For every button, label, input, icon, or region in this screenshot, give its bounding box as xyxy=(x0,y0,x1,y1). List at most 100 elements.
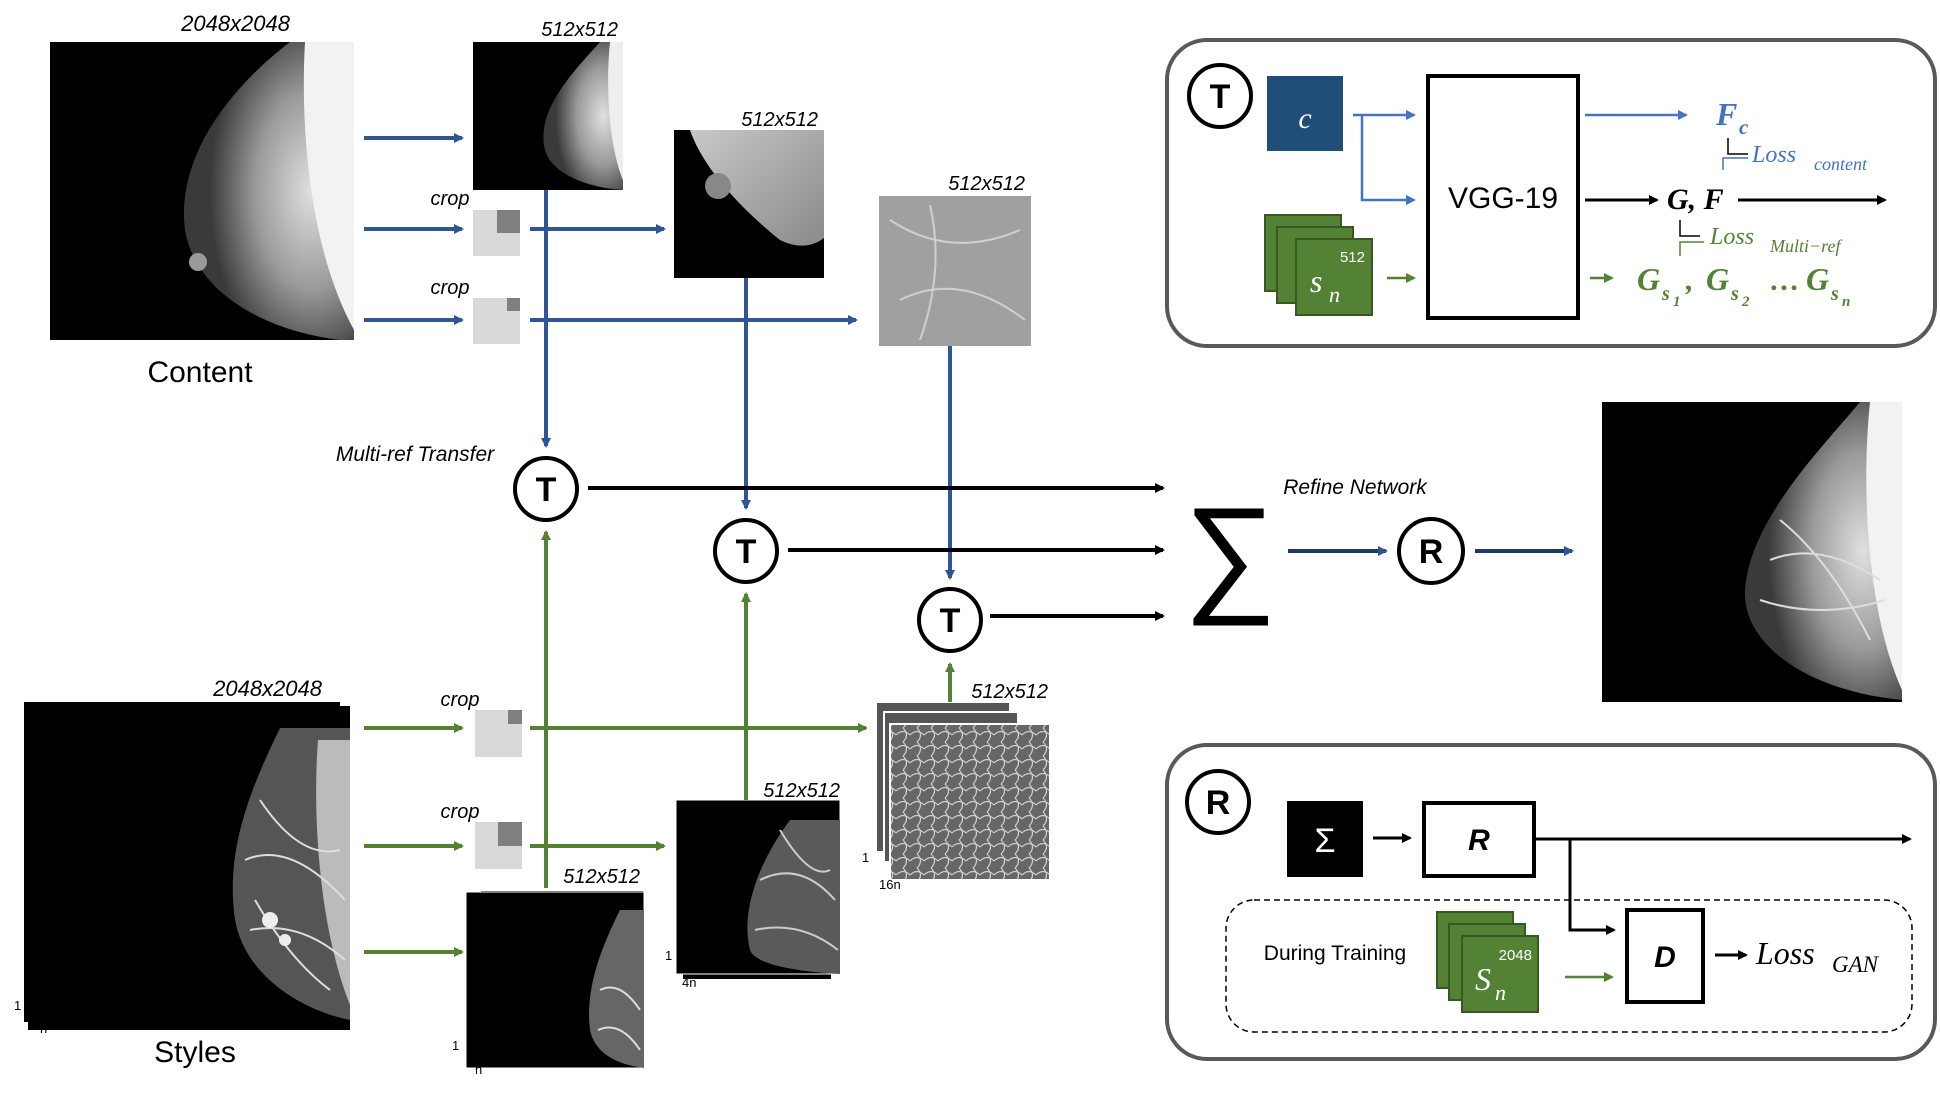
loss-multi-ref-label: Loss Multi−ref xyxy=(1679,220,1843,256)
svg-text:GAN: GAN xyxy=(1832,952,1880,977)
svg-text:n: n xyxy=(475,1062,482,1077)
content-crop-label-2: crop xyxy=(431,277,470,299)
style-group: 2048x2048 Styles 1 n 512x512 1 n 512x512 xyxy=(14,676,1051,1077)
style-crop2-image-stack xyxy=(675,799,841,981)
output-image xyxy=(1602,402,1902,702)
svg-text:,: , xyxy=(1685,264,1694,297)
svg-text:D: D xyxy=(1654,941,1676,974)
svg-text:1: 1 xyxy=(862,850,869,865)
svg-text:R: R xyxy=(1468,824,1490,857)
transfer-node-1-label: T xyxy=(536,471,557,509)
content-crop1-size-label: 512x512 xyxy=(541,19,618,41)
style-crop-icon-2 xyxy=(475,822,522,869)
content-input-box: c xyxy=(1267,76,1343,151)
svg-text:Σ: Σ xyxy=(1314,822,1335,860)
transfer-node-3: T xyxy=(917,587,983,653)
content-crop1-image xyxy=(473,42,623,190)
style-input-stack: 512 s n xyxy=(1264,214,1373,316)
content-crop2-image xyxy=(674,130,824,278)
transfer-output-arrows xyxy=(588,483,1165,621)
svg-text:content: content xyxy=(1814,154,1868,174)
style-crop3-size-label: 512x512 xyxy=(971,681,1048,703)
gram-features-label: G, F xyxy=(1667,183,1887,216)
sum-input-box: Σ xyxy=(1287,801,1363,877)
transfer-node-3-label: T xyxy=(940,602,961,640)
refine-panel-badge: R xyxy=(1185,769,1251,835)
style-crop2-counter: 1 4n xyxy=(665,948,696,990)
transfer-node-1: T xyxy=(513,456,579,522)
svg-text:n: n xyxy=(1842,294,1850,310)
style-grams-label: G s 1 , G s 2 … G s n xyxy=(1637,261,1850,310)
svg-text:Loss: Loss xyxy=(1709,224,1754,250)
svg-text:n: n xyxy=(1329,282,1340,307)
svg-text:Multi−ref: Multi−ref xyxy=(1769,236,1843,256)
svg-text:F: F xyxy=(1715,96,1737,132)
refine-detail-panel: R Σ R During Training 2048 S n D xyxy=(1165,743,1937,1061)
svg-text:G: G xyxy=(1706,261,1729,297)
discriminator-box: D xyxy=(1625,908,1705,1004)
style-crop2-size-label: 512x512 xyxy=(763,780,840,802)
content-arrows xyxy=(364,133,955,580)
refine-network-label: Refine Network xyxy=(1283,476,1428,499)
content-group: 2048x2048 Content 512x512 512x512 512x51… xyxy=(50,11,1031,389)
style-crop1-image-stack xyxy=(465,889,645,1069)
style-full-image-stack xyxy=(24,702,351,1030)
style-crop-label-2: crop xyxy=(441,801,480,823)
svg-text:G, F: G, F xyxy=(1667,183,1724,216)
svg-text:2048: 2048 xyxy=(1499,947,1532,964)
style-crop1-counter: 1 n xyxy=(452,1038,482,1077)
transfer-node-2-label: T xyxy=(736,533,757,571)
style-arrows xyxy=(364,530,955,957)
content-crop-icon-1 xyxy=(473,210,520,256)
vgg-network-box: VGG-19 xyxy=(1426,74,1580,320)
svg-text:R: R xyxy=(1206,784,1231,822)
svg-text:…: … xyxy=(1770,264,1800,297)
refine-node-label: R xyxy=(1419,533,1444,571)
refiner-box: R xyxy=(1422,801,1536,878)
svg-text:2: 2 xyxy=(1741,294,1750,310)
content-crop-icon-2 xyxy=(473,298,520,344)
transfer-panel-badge: T xyxy=(1187,63,1253,129)
svg-text:512: 512 xyxy=(1340,249,1365,266)
svg-text:n: n xyxy=(40,1021,47,1036)
style-crop3-counter: 1 16n xyxy=(862,850,901,892)
svg-text:c: c xyxy=(1298,102,1311,135)
svg-text:G: G xyxy=(1806,261,1829,297)
content-crop3-image xyxy=(879,196,1031,346)
content-crop2-size-label: 512x512 xyxy=(741,109,818,131)
svg-text:G: G xyxy=(1637,261,1660,297)
multi-ref-transfer-label: Multi-ref Transfer xyxy=(336,443,495,466)
content-full-size-label: 2048x2048 xyxy=(180,11,291,36)
styles-label: Styles xyxy=(154,1036,236,1069)
svg-text:4n: 4n xyxy=(682,975,696,990)
transfer-node-2: T xyxy=(713,518,779,584)
svg-text:n: n xyxy=(1495,980,1506,1005)
content-crop3-size-label: 512x512 xyxy=(948,173,1025,195)
style-crop-icon-1 xyxy=(475,710,522,757)
loss-content-label: Loss content xyxy=(1722,138,1868,174)
svg-text:c: c xyxy=(1739,115,1749,139)
svg-text:s: s xyxy=(1310,263,1322,299)
svg-text:s: s xyxy=(1730,283,1739,305)
svg-text:s: s xyxy=(1830,283,1839,305)
style-full-size-label: 2048x2048 xyxy=(212,676,323,701)
style-crop3-image-stack xyxy=(875,701,1051,881)
content-crop-label-1: crop xyxy=(431,188,470,210)
style-full-counter: 1 n xyxy=(14,998,47,1036)
refine-style-input-stack: 2048 S n xyxy=(1436,911,1539,1013)
svg-text:1: 1 xyxy=(452,1038,459,1053)
sum-symbol: ∑ xyxy=(1184,480,1277,626)
loss-gan-label: Loss GAN xyxy=(1755,935,1880,977)
svg-text:1: 1 xyxy=(665,948,672,963)
during-training-label: During Training xyxy=(1264,942,1406,965)
content-label: Content xyxy=(147,356,253,389)
svg-text:Loss: Loss xyxy=(1755,935,1815,971)
transfer-detail-panel: T c 512 s n VGG-19 F c xyxy=(1165,38,1937,348)
svg-text:VGG-19: VGG-19 xyxy=(1448,182,1558,215)
refiner-to-discriminator-arrow xyxy=(1568,839,1616,935)
svg-text:S: S xyxy=(1475,961,1491,997)
svg-text:T: T xyxy=(1210,78,1231,116)
during-training-region xyxy=(1225,899,1913,1033)
refine-node: R xyxy=(1397,517,1465,585)
